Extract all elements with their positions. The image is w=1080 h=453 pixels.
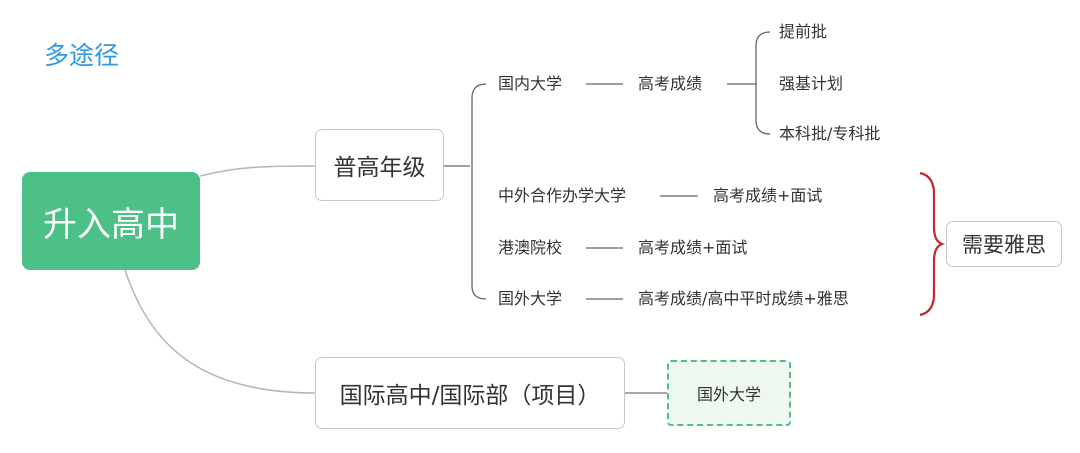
red-brace [919, 171, 946, 317]
sub-item-1: 提前批 [779, 22, 828, 41]
route-req-4: 高考成绩/高中平时成绩+雅思 [638, 289, 849, 308]
node-putong: 普高年级 [315, 129, 444, 201]
sub-item-3: 本科批/专科批 [779, 124, 881, 143]
root-node: 升入高中 [22, 172, 200, 270]
route-req-2: 高考成绩+面试 [713, 186, 823, 205]
page-title: 多途径 [44, 41, 120, 70]
bracket-sub [755, 31, 771, 135]
bracket-routes [471, 83, 487, 300]
route-name-4: 国外大学 [498, 289, 563, 308]
node-guoji: 国际高中/国际部（项目） [315, 357, 625, 429]
node-ielts-note: 需要雅思 [946, 221, 1062, 267]
route-name-2: 中外合作办学大学 [498, 186, 627, 205]
sub-item-2: 强基计划 [779, 74, 844, 93]
route-req-3: 高考成绩+面试 [638, 238, 748, 257]
route-req-1: 高考成绩 [638, 74, 703, 93]
connector-root-putong [199, 165, 316, 177]
route-name-3: 港澳院校 [498, 238, 563, 257]
connector-root-guoji [124, 269, 316, 394]
route-name-1: 国内大学 [498, 74, 563, 93]
node-guoji-target: 国外大学 [667, 360, 791, 426]
